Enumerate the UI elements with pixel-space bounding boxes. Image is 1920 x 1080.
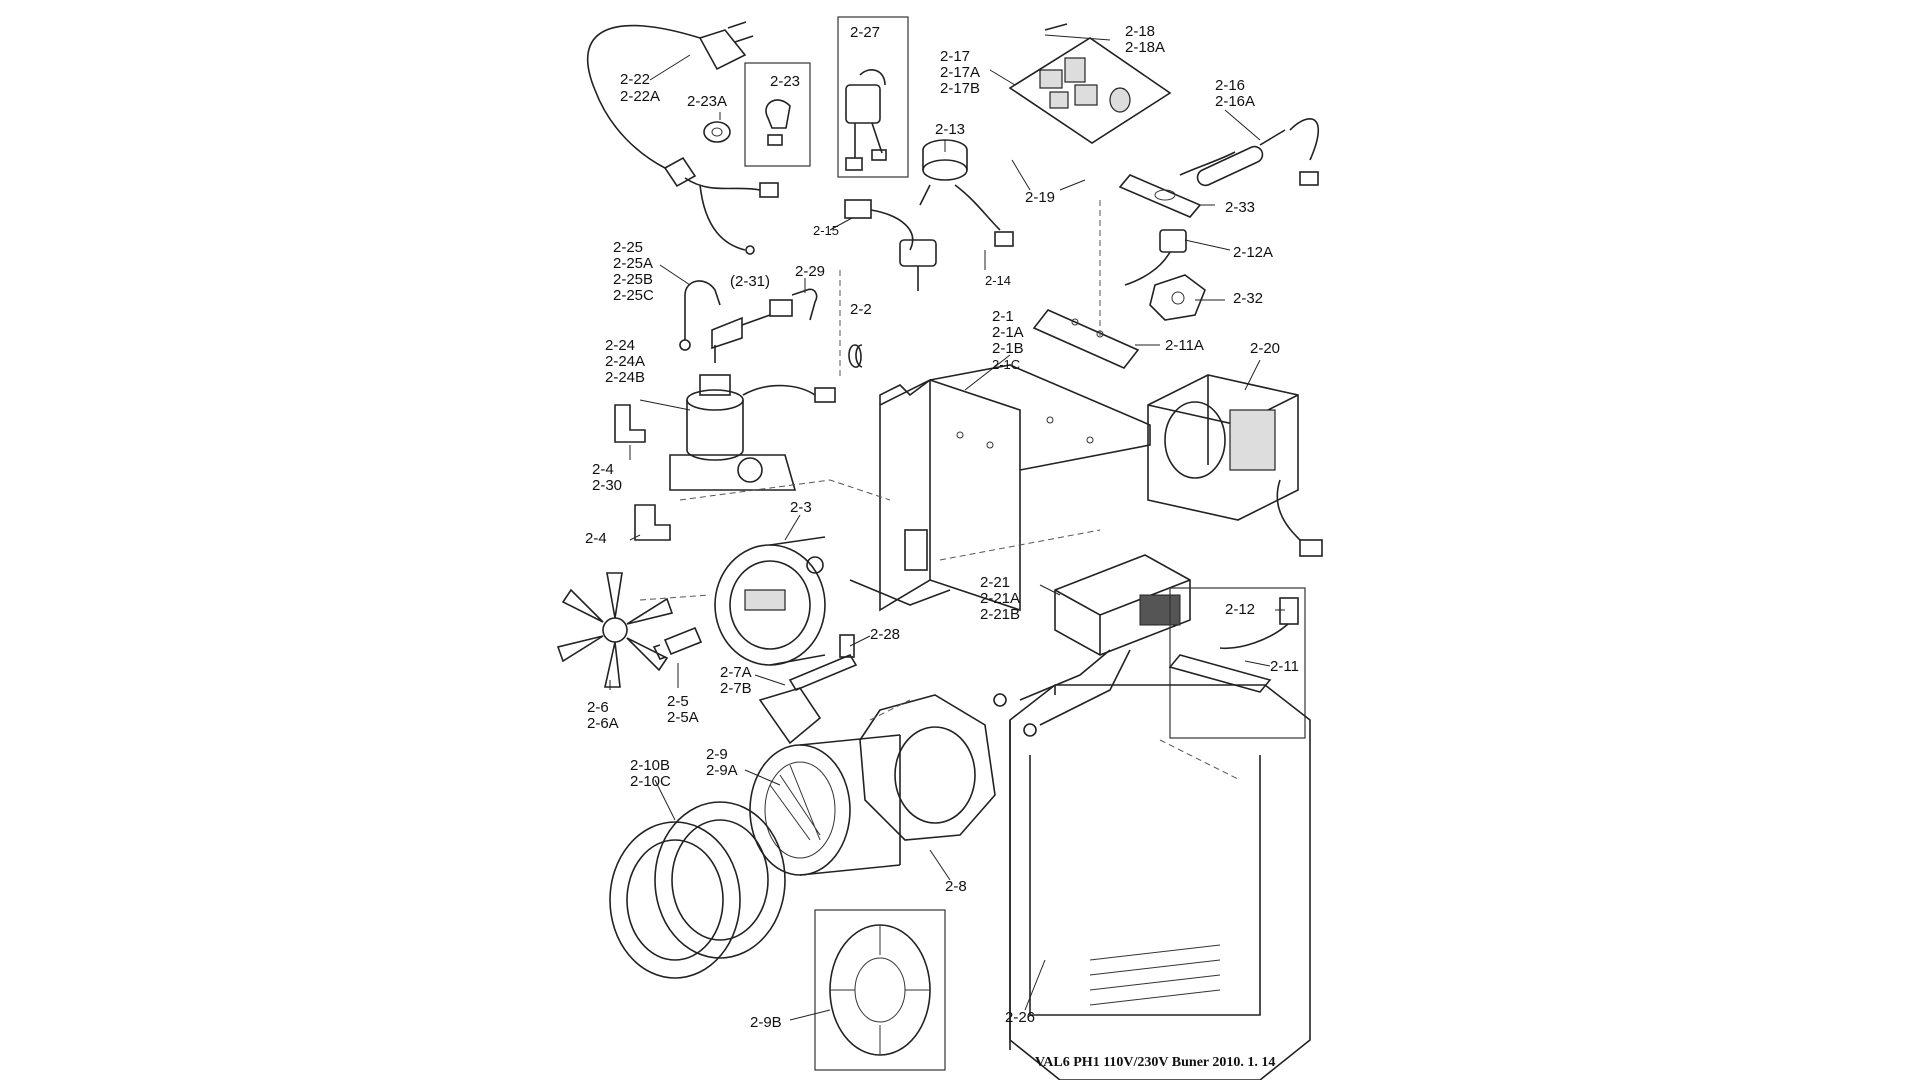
label-2-21a: 2-21A — [980, 590, 1020, 607]
label-2-7a: 2-7A — [720, 664, 752, 681]
ignition-harness-box — [837, 16, 909, 178]
burner-head-drawing — [749, 734, 901, 876]
label-2-26: 2-26 — [1005, 1009, 1035, 1026]
label-2-9a: 2-9A — [706, 762, 738, 779]
burner-cover-drawing — [1009, 684, 1311, 1080]
nozzle-drawing — [652, 626, 703, 660]
capacitor-drawing — [919, 139, 1014, 247]
label-2-1b: 2-1B — [992, 340, 1024, 357]
turbulator-drawing — [829, 924, 931, 1056]
label-2-11: 2-11 — [1270, 658, 1299, 675]
relay-socket-drawing — [1149, 274, 1206, 321]
label-2-4-upper: 2-4 — [592, 461, 614, 478]
label-2-1a: 2-1A — [992, 324, 1024, 341]
turbulator-box — [814, 909, 946, 1071]
connector-drawing — [1124, 229, 1187, 286]
label-2-27: 2-27 — [850, 24, 880, 41]
label-2-6: 2-6 — [587, 699, 609, 716]
oil-line-drawing — [679, 280, 818, 363]
diagram-footer: VAL6 PH1 110V/230V Buner 2010. 1. 14 — [1035, 1055, 1275, 1070]
label-2-29: 2-29 — [795, 263, 825, 280]
label-2-25c: 2-25C — [613, 287, 654, 304]
label-2-16a: 2-16A — [1215, 93, 1255, 110]
photocell-gasket-drawing — [1118, 174, 1202, 218]
connector-plate-drawing — [1168, 597, 1299, 693]
label-2-10c: 2-10C — [630, 773, 671, 790]
clamp-box — [744, 62, 811, 167]
label-2-18a: 2-18A — [1125, 39, 1165, 56]
label-2-31: (2-31) — [730, 273, 770, 290]
cord-bushing-drawing — [703, 121, 731, 143]
part-labels: 2-22 2-22A 2-23A 2-23 2-27 2-18 2-18A 2-… — [585, 23, 1299, 1031]
label-2-17b: 2-17B — [940, 80, 980, 97]
label-2-21b: 2-21B — [980, 606, 1020, 623]
label-2-9: 2-9 — [706, 746, 728, 763]
leader-lines — [609, 34, 1285, 1021]
label-2-14: 2-14 — [985, 273, 1011, 288]
flange-gasket-drawing — [859, 694, 996, 841]
label-2-24: 2-24 — [605, 337, 635, 354]
label-2-18: 2-18 — [1125, 23, 1155, 40]
label-2-3: 2-3 — [790, 499, 812, 516]
label-2-23: 2-23 — [770, 73, 800, 90]
ignition-transformer-drawing — [993, 554, 1191, 737]
spring-clip-drawing — [848, 344, 863, 368]
label-2-12a: 2-12A — [1233, 244, 1273, 261]
label-2-8: 2-8 — [945, 878, 967, 895]
fitting-elbow-drawing — [614, 404, 671, 541]
label-2-24b: 2-24B — [605, 369, 645, 386]
label-2-5: 2-5 — [667, 693, 689, 710]
label-2-33: 2-33 — [1225, 199, 1255, 216]
gasket-rings-drawing — [609, 801, 786, 979]
label-2-25: 2-25 — [613, 239, 643, 256]
label-2-22: 2-22 — [620, 71, 650, 88]
control-board-drawing — [1008, 23, 1172, 144]
label-2-20: 2-20 — [1250, 340, 1280, 357]
label-2-2: 2-2 — [850, 301, 872, 318]
label-2-23a: 2-23A — [687, 93, 727, 110]
connector-plate-box — [1169, 587, 1306, 739]
power-cord-drawing — [586, 21, 779, 255]
electrode-assembly-drawing — [758, 634, 858, 745]
label-2-22a: 2-22A — [620, 88, 660, 105]
oil-pump-drawing — [669, 374, 836, 491]
label-2-19: 2-19 — [1025, 189, 1055, 206]
label-2-10b: 2-10B — [630, 757, 670, 774]
wire-harness-drawing — [844, 199, 937, 291]
ignition-harness-drawing — [845, 69, 887, 171]
blower-motor-drawing — [1147, 374, 1323, 557]
label-2-9b: 2-9B — [750, 1014, 782, 1031]
photocell-drawing — [1179, 118, 1320, 187]
label-2-12: 2-12 — [1225, 601, 1255, 618]
label-2-1c: 2-1C — [992, 357, 1020, 372]
label-2-13: 2-13 — [935, 121, 965, 138]
assembly-guide-lines — [639, 200, 1241, 781]
fan-wheel-drawing — [556, 572, 674, 688]
label-2-25b: 2-25B — [613, 271, 653, 288]
label-2-4-lower: 2-4 — [585, 530, 607, 547]
label-2-28: 2-28 — [870, 626, 900, 643]
label-2-32: 2-32 — [1233, 290, 1263, 307]
label-2-16: 2-16 — [1215, 77, 1245, 94]
label-2-17a: 2-17A — [940, 64, 980, 81]
label-2-1: 2-1 — [992, 308, 1014, 325]
label-2-17: 2-17 — [940, 48, 970, 65]
label-2-25a: 2-25A — [613, 255, 653, 272]
label-2-24a: 2-24A — [605, 353, 645, 370]
main-chassis-drawing — [849, 364, 1151, 612]
label-2-5a: 2-5A — [667, 709, 699, 726]
label-2-7b: 2-7B — [720, 680, 752, 697]
cord-clamp-drawing — [765, 99, 791, 146]
air-housing-drawing — [714, 536, 826, 666]
label-2-30: 2-30 — [592, 477, 622, 494]
label-2-15: 2-15 — [813, 223, 839, 238]
label-2-21: 2-21 — [980, 574, 1010, 591]
cover-plate-drawing — [1032, 309, 1140, 369]
label-2-11a: 2-11A — [1165, 337, 1204, 354]
label-2-6a: 2-6A — [587, 715, 619, 732]
